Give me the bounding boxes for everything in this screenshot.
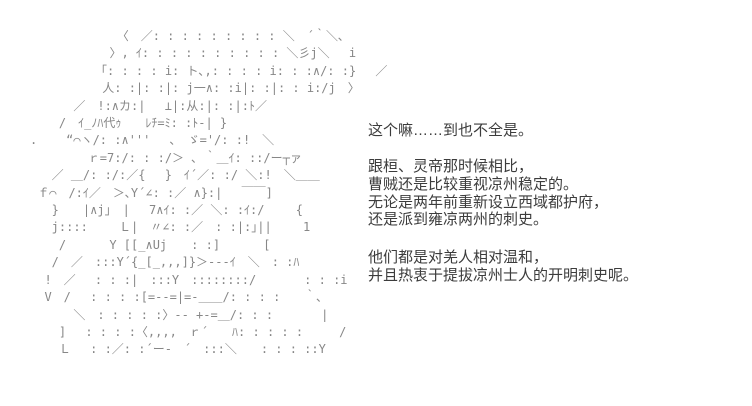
dialogue-paragraph-2: 跟桓、灵帝那时候相比， 曹贼还是比较重视凉州稳定的。 无论是两年前重新设立西域都… <box>368 158 609 229</box>
ascii-art-character: 〈 ／: : : : : : : : : ＼ ´｀＼､ 〉, ｲ: : : : … <box>30 29 388 357</box>
dialogue-paragraph-1: 这个嘛……到也不全是。 <box>368 122 534 139</box>
dialogue-paragraph-3: 他们都是对羌人相对温和， 并且热衷于提拔凉州士人的开明刺史呢。 <box>368 249 639 284</box>
